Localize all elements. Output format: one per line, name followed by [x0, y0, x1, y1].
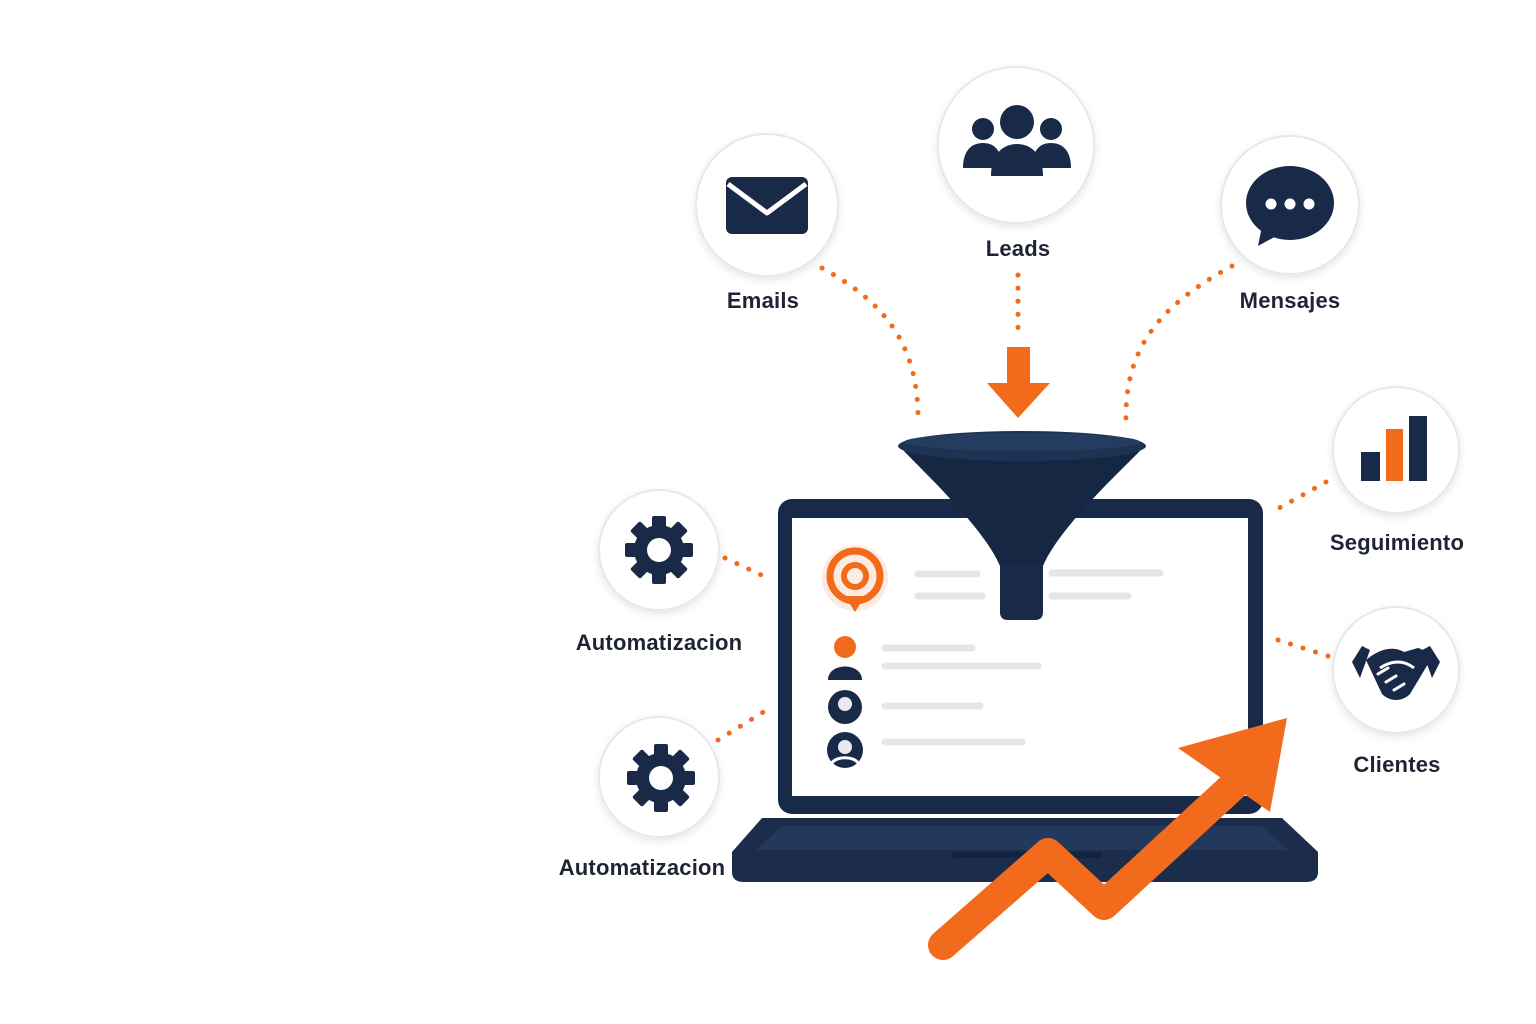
node-label-seguimiento: Seguimiento: [1329, 530, 1465, 555]
people-icon: [963, 105, 1071, 176]
gear-icon: [627, 744, 695, 812]
node-label-leads: Leads: [985, 236, 1051, 261]
connector-automatizacion-1: [722, 555, 775, 583]
node-circles: [598, 66, 1460, 838]
connector-clientes: [1269, 635, 1331, 659]
location-pin-logo-icon: [822, 545, 888, 612]
handshake-icon: [1352, 646, 1440, 700]
node-label-mensajes: Mensajes: [1239, 288, 1341, 313]
node-label-automatizacion-1: Automatizacion: [575, 630, 743, 655]
avatar: [828, 636, 862, 680]
connector-automatizacion-2: [715, 705, 773, 743]
avatar: [828, 690, 862, 724]
node-label-automatizacion-2: Automatizacion: [558, 855, 726, 880]
node-label-emails: Emails: [726, 288, 800, 313]
connector-seguimiento: [1269, 479, 1329, 515]
gear-icon: [625, 516, 693, 584]
node-label-clientes: Clientes: [1353, 752, 1441, 777]
chat-bubble-icon: [1246, 166, 1334, 246]
funnel-icon: [898, 431, 1146, 620]
arrow-down-icon: [987, 347, 1050, 418]
connectors: [715, 263, 1331, 743]
connector-emails: [819, 265, 921, 428]
avatar: [827, 732, 863, 768]
screen-content: [822, 545, 1164, 768]
connector-mensajes: [1123, 263, 1235, 421]
envelope-icon: [726, 177, 808, 234]
trend-arrow-icon: [928, 718, 1287, 960]
bar-chart-icon: [1361, 416, 1427, 481]
screen-text-lines: [881, 569, 1164, 746]
